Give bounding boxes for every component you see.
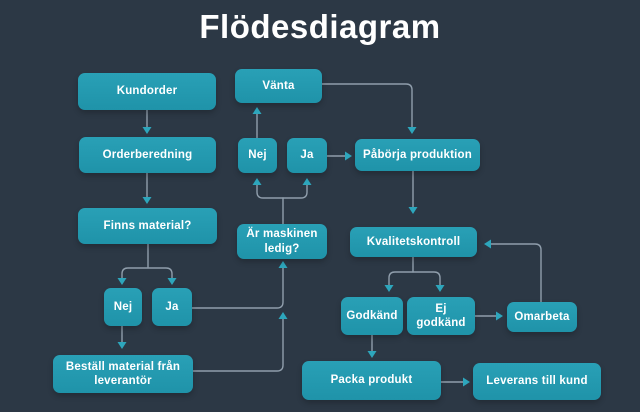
edge-orderberedning-finns-material [142,172,152,204]
node-kvalitetskontroll: Kvalitetskontroll [350,227,477,257]
edge-bestall-armaskinen [192,312,288,372]
node-orderberedning: Orderberedning [79,137,216,173]
edge-kvalitet-split [384,256,445,292]
node-ej-godkand: Ej godkänd [407,297,475,335]
edge-ja-material-armaskinen [191,261,288,309]
edge-omarbeta-kvalitet-loop [484,239,542,303]
edge-finns-material-split [117,243,177,285]
edge-nej-maskin-vanta [252,107,262,139]
edge-nej-material-bestall [117,325,127,349]
node-ja-material: Ja [152,288,192,326]
edge-ja-maskin-paborja [326,151,352,161]
node-nej-material: Nej [104,288,142,326]
edge-vanta-paborja [321,83,417,134]
node-ja-maskin: Ja [287,138,327,173]
node-bestall-material: Beställ material från leverantör [53,355,193,393]
node-kundorder: Kundorder [78,73,216,110]
node-omarbeta: Omarbeta [507,302,577,332]
node-paborja-produktion: Påbörja produktion [355,139,480,171]
edge-godkand-packa [367,334,377,358]
node-ar-maskinen-ledig: Är maskinen ledig? [237,224,327,259]
edge-paborja-kvalitet [408,170,418,214]
edge-armaskinen-split-up [252,178,312,225]
edge-ejgodkand-omarbeta [474,311,503,321]
node-vanta: Vänta [235,69,322,103]
node-finns-material: Finns material? [78,208,217,244]
node-nej-maskin: Nej [238,138,277,173]
page-title: Flödesdiagram [199,8,441,45]
node-packa-produkt: Packa produkt [302,361,441,400]
node-leverans-till-kund: Leverans till kund [473,363,601,400]
edge-packa-leverans [440,377,470,387]
edge-kundorder-orderberedning [142,109,152,134]
node-godkand: Godkänd [341,297,403,335]
